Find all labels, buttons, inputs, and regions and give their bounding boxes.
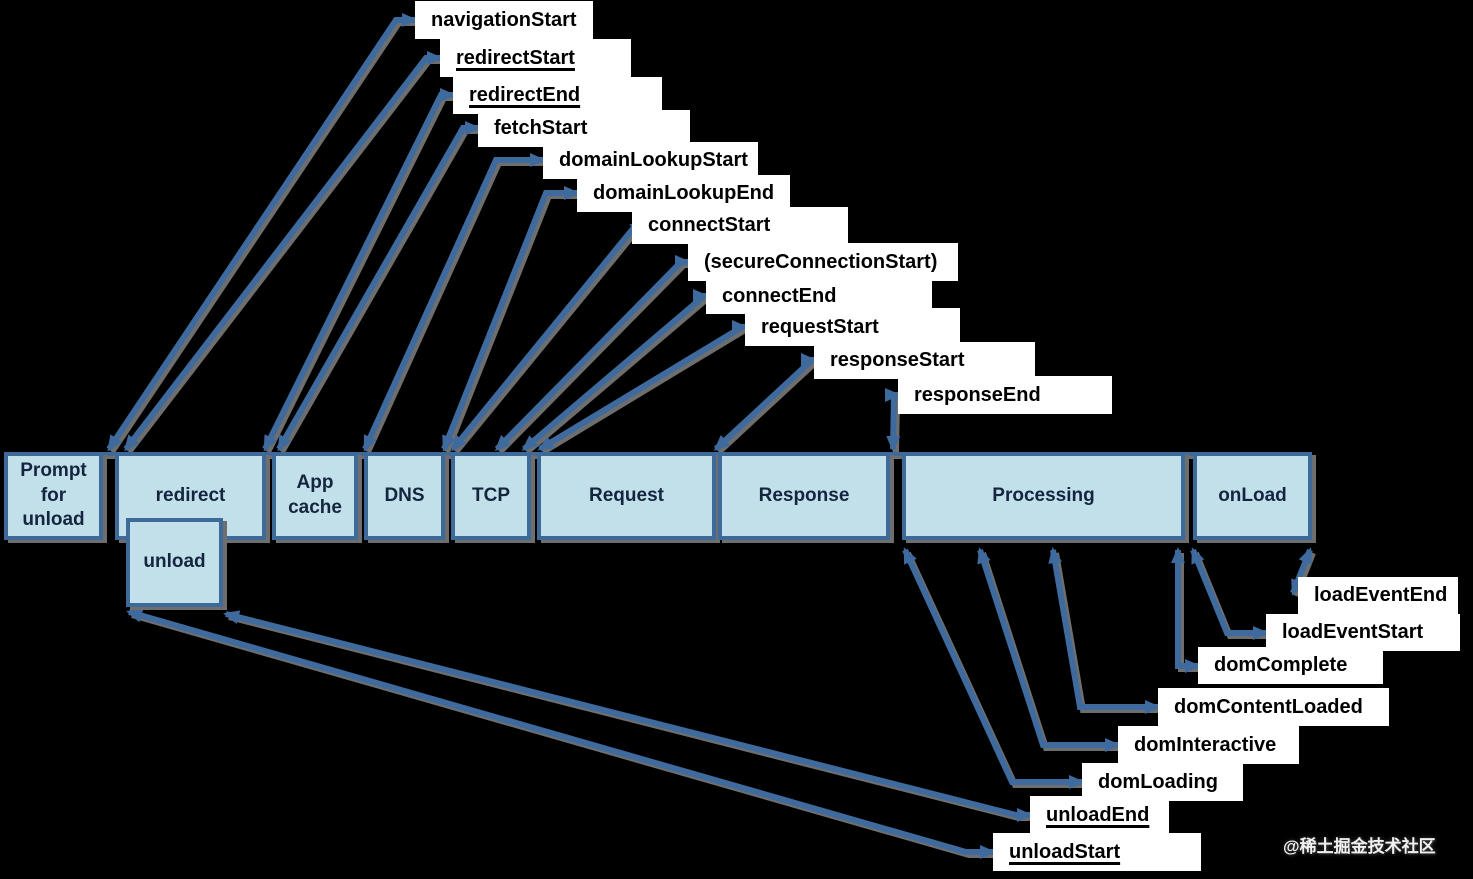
phase-box-processing: Processing xyxy=(902,452,1185,540)
event-label-text: redirectEnd xyxy=(469,84,581,106)
event-label-text: responseEnd xyxy=(914,383,1041,406)
phase-box-dns: DNS xyxy=(364,452,445,540)
connector-loadEventEnd xyxy=(1290,547,1313,596)
event-label-secureConnectionStart: (secureConnectionStart) xyxy=(688,243,958,281)
event-label-text: domainLookupEnd xyxy=(593,182,775,204)
connector-loadEventStart xyxy=(1190,547,1269,640)
watermark: @稀土掘金技术社区 xyxy=(1283,837,1436,856)
connector-domInteractive xyxy=(977,547,1121,752)
connector-domainLookupStart xyxy=(362,153,546,452)
event-label-text: requestStart xyxy=(761,315,879,338)
connector-fetchStart xyxy=(276,121,481,452)
event-label-connectStart: connectStart xyxy=(632,207,848,244)
event-label-text: domComplete xyxy=(1214,654,1348,676)
event-label-text: (secureConnectionStart) xyxy=(704,250,938,273)
event-label-text: loadEventEnd xyxy=(1314,584,1448,606)
connector-requestStart xyxy=(537,320,748,452)
event-label-text: connectEnd xyxy=(722,284,837,307)
phase-box-unload: unload xyxy=(126,518,223,607)
event-label-text: loadEventStart xyxy=(1282,621,1424,643)
connector-unloadStart xyxy=(126,608,996,859)
event-label-text: connectStart xyxy=(648,214,771,236)
phase-box-tcp: TCP xyxy=(451,452,531,540)
event-label-fetchStart: fetchStart xyxy=(478,110,690,147)
event-label-loadEventStart: loadEventStart xyxy=(1266,614,1460,651)
event-label-loadEventEnd: loadEventEnd xyxy=(1298,577,1458,614)
phase-box-onload: onLoad xyxy=(1193,452,1312,540)
event-label-text: domInteractive xyxy=(1134,733,1277,756)
event-label-redirectStart: redirectStart xyxy=(440,39,631,77)
event-label-domComplete: domComplete xyxy=(1198,647,1383,684)
event-label-text: unloadStart xyxy=(1009,840,1121,863)
event-label-text: navigationStart xyxy=(431,8,577,31)
event-label-responseEnd: responseEnd xyxy=(898,376,1112,414)
event-label-responseStart: responseStart xyxy=(814,342,1035,379)
connector-unloadEnd xyxy=(223,610,1033,822)
connector-domContentLoaded xyxy=(1048,547,1161,714)
phase-box-prompt-for-unload: Prompt for unload xyxy=(4,452,103,540)
event-label-text: redirectStart xyxy=(456,46,575,69)
event-label-redirectEnd: redirectEnd xyxy=(453,77,662,114)
phase-box-app-cache: App cache xyxy=(272,452,358,540)
event-label-domContentLoaded: domContentLoaded xyxy=(1158,688,1389,726)
event-label-text: fetchStart xyxy=(494,117,588,139)
event-label-domLoading: domLoading xyxy=(1082,763,1243,801)
connector-redirectStart xyxy=(123,51,443,452)
event-label-domainLookupEnd: domainLookupEnd xyxy=(577,175,790,212)
phase-box-response: Response xyxy=(718,452,890,540)
event-label-text: domContentLoaded xyxy=(1174,695,1363,718)
event-label-navigationStart: navigationStart xyxy=(415,1,593,39)
event-label-text: unloadEnd xyxy=(1046,803,1150,826)
event-label-requestStart: requestStart xyxy=(745,308,960,346)
event-label-text: domainLookupStart xyxy=(559,149,748,171)
event-label-unloadStart: unloadStart xyxy=(993,833,1201,871)
event-label-domainLookupStart: domainLookupStart xyxy=(543,142,758,179)
event-label-domInteractive: domInteractive xyxy=(1118,726,1299,764)
event-label-unloadEnd: unloadEnd xyxy=(1030,796,1169,834)
event-label-text: domLoading xyxy=(1098,770,1218,793)
event-label-text: responseStart xyxy=(830,349,965,371)
connector-responseEnd xyxy=(885,388,901,452)
phase-box-request: Request xyxy=(537,452,716,540)
connector-responseStart xyxy=(713,353,817,452)
connector-domComplete xyxy=(1171,547,1201,673)
